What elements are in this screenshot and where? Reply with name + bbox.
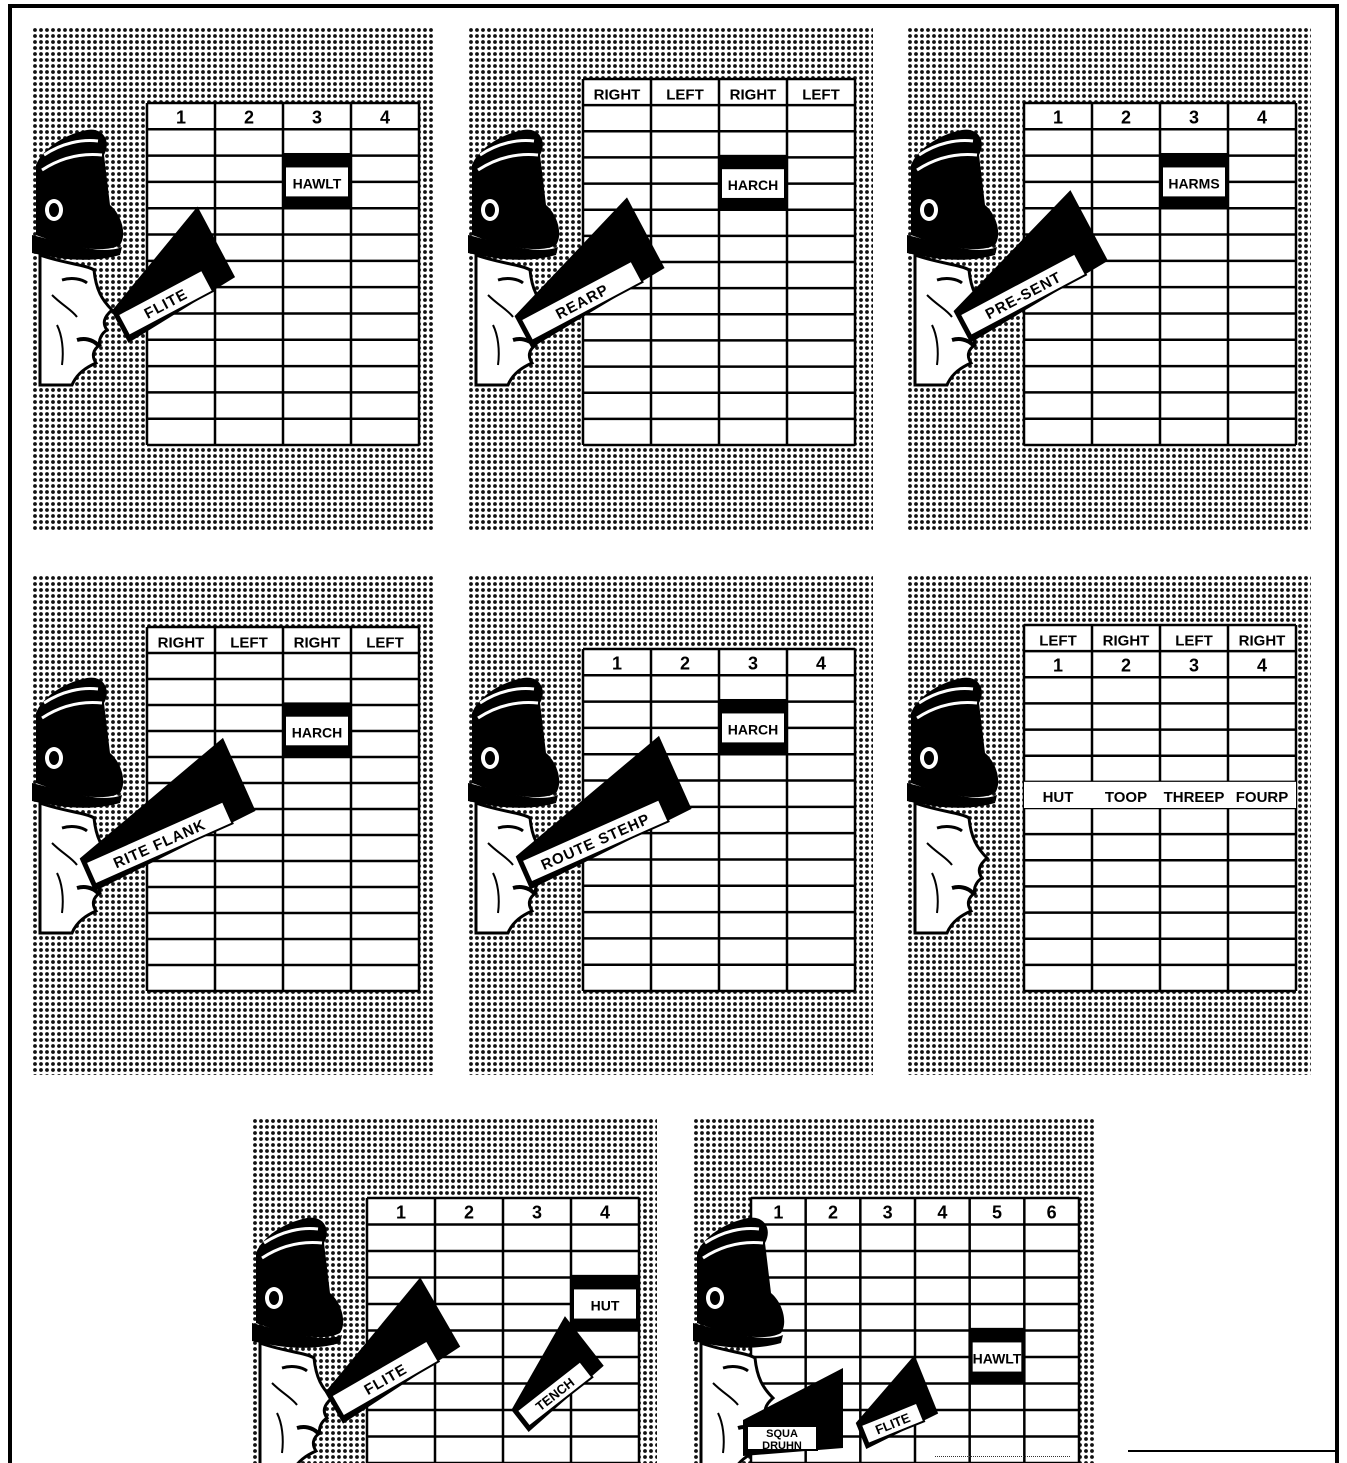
column-header-label: 3 xyxy=(1189,108,1199,128)
command-cell: HARMS xyxy=(1160,153,1228,208)
column-header-label: 4 xyxy=(937,1203,947,1223)
column-number-label: 2 xyxy=(1121,656,1131,676)
column-header-label: 1 xyxy=(612,654,622,674)
command-cell: HAWLT xyxy=(970,1328,1025,1384)
column-header-label: RIGHT xyxy=(730,86,777,103)
command-cell-label: HAWLT xyxy=(293,176,342,192)
count-label: FOURP xyxy=(1236,789,1289,806)
column-header-label: 4 xyxy=(816,654,826,674)
command-cell-label: HARCH xyxy=(292,725,343,741)
column-header-label: 3 xyxy=(532,1203,542,1223)
column-number-label: 4 xyxy=(1257,656,1267,676)
column-header-label: 2 xyxy=(828,1203,838,1223)
command-cell-label: HUT xyxy=(591,1298,620,1314)
column-header-label: 2 xyxy=(464,1203,474,1223)
count-label: HUT xyxy=(1043,789,1074,806)
column-direction-label: RIGHT xyxy=(1103,632,1150,649)
column-header-label: 1 xyxy=(1053,108,1063,128)
bottom-rule xyxy=(1128,1450,1338,1452)
column-header-label: RIGHT xyxy=(294,634,341,651)
command-cell: HARCH xyxy=(283,702,351,757)
column-number-label: 1 xyxy=(1053,656,1063,676)
column-header-label: 3 xyxy=(312,108,322,128)
banner-command-text: SQUA xyxy=(766,1428,798,1440)
column-header-label: 2 xyxy=(1121,108,1131,128)
command-cell-label: HARCH xyxy=(728,177,779,193)
column-header-label: 1 xyxy=(396,1203,406,1223)
column-header-label: RIGHT xyxy=(158,634,205,651)
column-header-label: 1 xyxy=(176,108,186,128)
column-header-label: 5 xyxy=(992,1203,1002,1223)
command-cell-label: HARCH xyxy=(728,722,779,738)
column-header-label: 4 xyxy=(1257,108,1267,128)
column-header-label: 6 xyxy=(1047,1203,1057,1223)
command-cell-label: HARMS xyxy=(1168,176,1219,192)
column-direction-label: LEFT xyxy=(1039,632,1077,649)
column-header-label: 4 xyxy=(380,108,390,128)
column-header-label: LEFT xyxy=(230,634,268,651)
command-cell-label: HAWLT xyxy=(973,1351,1022,1367)
count-label: THREEP xyxy=(1164,789,1225,806)
bottom-dotted-rule xyxy=(935,1456,1070,1458)
column-header-label: 2 xyxy=(244,108,254,128)
column-header-label: 4 xyxy=(600,1203,610,1223)
column-direction-label: LEFT xyxy=(1175,632,1213,649)
column-header-label: LEFT xyxy=(366,634,404,651)
column-header-label: 3 xyxy=(748,654,758,674)
banner-command-text: DRUHN xyxy=(762,1440,802,1452)
column-header-label: LEFT xyxy=(666,86,704,103)
column-header-label: RIGHT xyxy=(594,86,641,103)
column-direction-label: RIGHT xyxy=(1239,632,1286,649)
column-header-label: 1 xyxy=(773,1203,783,1223)
count-label: TOOP xyxy=(1105,789,1147,806)
column-number-label: 3 xyxy=(1189,656,1199,676)
command-cell: HUT xyxy=(571,1275,639,1331)
command-cell: HARCH xyxy=(719,699,787,754)
column-header-label: 2 xyxy=(680,654,690,674)
command-cell: HAWLT xyxy=(283,153,351,208)
column-header-label: LEFT xyxy=(802,86,840,103)
command-cell: HARCH xyxy=(719,155,787,210)
column-header-label: 3 xyxy=(883,1203,893,1223)
